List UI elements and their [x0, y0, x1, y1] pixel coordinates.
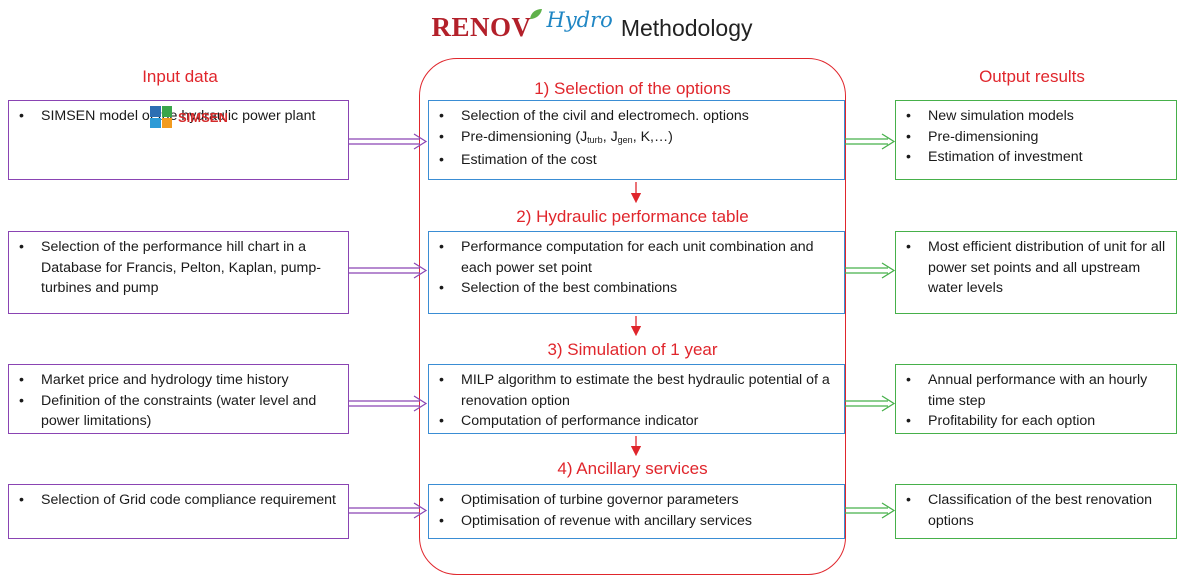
simsen-logo: SIMSEN: [150, 106, 228, 128]
section-title-2: 2) Hydraulic performance table: [516, 207, 749, 226]
process-box-1: Selection of the civil and electromech. …: [428, 100, 845, 180]
input-item: Market price and hydrology time history: [19, 370, 340, 391]
input-box-4: Selection of Grid code compliance requir…: [8, 484, 349, 539]
brand-renov-text: RENOV: [431, 12, 532, 42]
input-arrow-4: [349, 502, 428, 519]
methodology-frame: [419, 58, 846, 575]
output-column-header: Output results: [979, 67, 1085, 86]
section-title-1: 1) Selection of the options: [534, 79, 731, 98]
output-box-4: Classification of the best renovation op…: [895, 484, 1177, 539]
process-item: MILP algorithm to estimate the best hydr…: [439, 370, 836, 411]
leaf-icon: [529, 9, 542, 19]
process-item-predimensioning: Pre-dimensioning (Jturb, Jgen, K,…): [439, 127, 836, 151]
input-item: SIMSEN model of the hydraulic power plan…: [19, 106, 340, 127]
process-item: Optimisation of turbine governor paramet…: [439, 490, 836, 511]
output-item: Estimation of investment: [906, 147, 1168, 168]
output-arrow-2: [845, 262, 896, 279]
input-arrow-2: [349, 262, 428, 279]
output-box-2: Most efficient distribution of unit for …: [895, 231, 1177, 314]
input-column-header: Input data: [142, 67, 218, 86]
process-box-3: MILP algorithm to estimate the best hydr…: [428, 364, 845, 434]
output-item: Classification of the best renovation op…: [906, 490, 1168, 531]
input-box-1: SIMSEN model of the hydraulic power plan…: [8, 100, 349, 180]
output-box-3: Annual performance with an hourly time s…: [895, 364, 1177, 434]
output-item: Pre-dimensioning: [906, 127, 1168, 148]
input-item: Selection of Grid code compliance requir…: [19, 490, 340, 511]
input-arrow-3: [349, 395, 428, 412]
process-item: Performance computation for each unit co…: [439, 237, 836, 278]
process-item: Selection of the best combinations: [439, 278, 836, 299]
output-arrow-4: [845, 502, 896, 519]
output-item: New simulation models: [906, 106, 1168, 127]
output-arrow-1: [845, 133, 896, 150]
input-item: Definition of the constraints (water lev…: [19, 391, 340, 432]
process-item: Computation of performance indicator: [439, 411, 836, 432]
output-item: Profitability for each option: [906, 411, 1168, 432]
input-box-3: Market price and hydrology time history …: [8, 364, 349, 434]
process-item: Estimation of the cost: [439, 150, 836, 171]
diagram-title: RENOV Hydro Methodology: [0, 8, 1184, 43]
input-item: Selection of the performance hill chart …: [19, 237, 340, 299]
simsen-logo-icon: [150, 106, 172, 128]
input-box-2: Selection of the performance hill chart …: [8, 231, 349, 314]
output-item: Annual performance with an hourly time s…: [906, 370, 1168, 411]
brand-hydro-text: Hydro: [546, 8, 613, 32]
input-arrow-1: [349, 133, 428, 150]
process-box-4: Optimisation of turbine governor paramet…: [428, 484, 845, 539]
output-box-1: New simulation models Pre-dimensioning E…: [895, 100, 1177, 180]
process-box-2: Performance computation for each unit co…: [428, 231, 845, 314]
process-item: Selection of the civil and electromech. …: [439, 106, 836, 127]
section-title-4: 4) Ancillary services: [557, 459, 708, 478]
output-item: Most efficient distribution of unit for …: [906, 237, 1168, 299]
output-arrow-3: [845, 395, 896, 412]
process-item: Optimisation of revenue with ancillary s…: [439, 511, 836, 532]
simsen-logo-text: SIMSEN: [178, 109, 228, 125]
title-methodology: Methodology: [620, 15, 753, 41]
section-title-3: 3) Simulation of 1 year: [547, 340, 718, 359]
